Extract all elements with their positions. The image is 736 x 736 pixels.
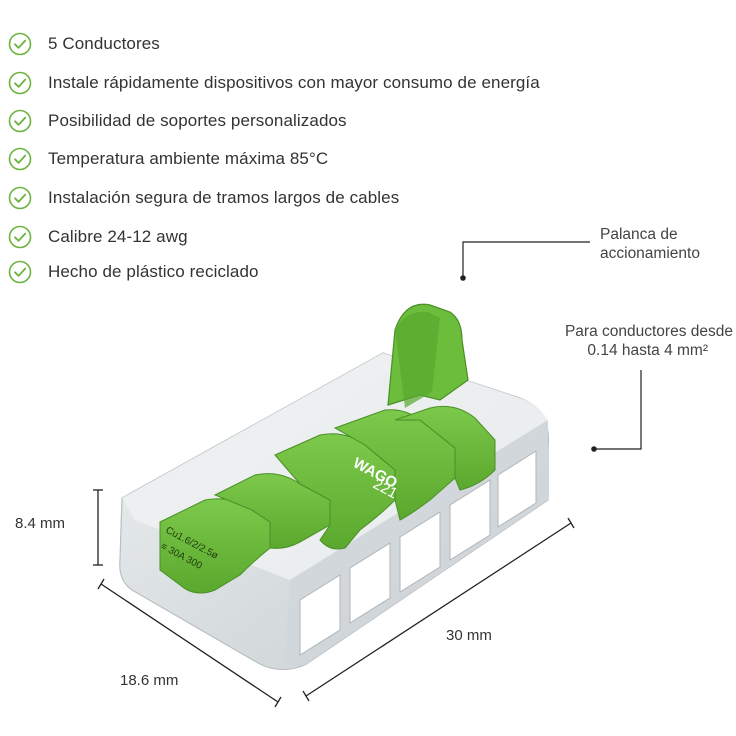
feature-label: Instale rápidamente dispositivos con may…: [48, 73, 540, 92]
length-dimension-label: 30 mm: [446, 627, 492, 644]
conductor-callout-line2: 0.14 hasta 4 mm²: [587, 342, 708, 359]
feature-label: Temperatura ambiente máxima 85°C: [48, 149, 329, 168]
length-dimension-line: [302, 517, 575, 702]
check-circle-icon: [8, 32, 32, 56]
feature-label: Posibilidad de soportes personalizados: [48, 111, 347, 130]
check-circle-icon: [8, 225, 32, 249]
feature-label: Hecho de plástico reciclado: [48, 262, 259, 281]
conductor-callout: Para conductores desde 0.14 hasta 4 mm²: [535, 322, 733, 360]
check-circle-icon: [8, 109, 32, 133]
check-circle-icon: [8, 186, 32, 210]
feature-item: 5 Conductores: [8, 29, 160, 59]
feature-item: Posibilidad de soportes personalizados: [8, 106, 347, 136]
conductor-callout-line1: Para conductores desde: [564, 323, 733, 340]
lever-leader-line: [460, 241, 590, 281]
check-circle-icon: [8, 71, 32, 95]
lever-callout-line1: Palanca de: [600, 226, 678, 243]
feature-label: 5 Conductores: [48, 34, 160, 53]
depth-dimension-label: 18.6 mm: [120, 672, 179, 689]
feature-item: Calibre 24-12 awg: [8, 222, 188, 252]
check-circle-icon: [8, 147, 32, 171]
feature-label: Calibre 24-12 awg: [48, 227, 188, 246]
feature-item: Temperatura ambiente máxima 85°C: [8, 144, 328, 174]
lever-callout-line2: accionamiento: [600, 245, 700, 262]
lever-callout: Palanca de accionamiento: [600, 225, 700, 263]
feature-item: Instalación segura de tramos largos de c…: [8, 183, 399, 213]
check-circle-icon: [8, 260, 32, 284]
depth-dimension-line: [97, 578, 282, 708]
feature-label: Instalación segura de tramos largos de c…: [48, 188, 400, 207]
lever-tabs: [159, 303, 496, 594]
feature-item: Hecho de plástico reciclado: [8, 257, 259, 287]
conductor-leader-line: [591, 370, 642, 452]
feature-item: Instale rápidamente dispositivos con may…: [8, 68, 540, 98]
height-dimension-line: [93, 489, 103, 566]
height-dimension-label: 8.4 mm: [15, 515, 66, 532]
